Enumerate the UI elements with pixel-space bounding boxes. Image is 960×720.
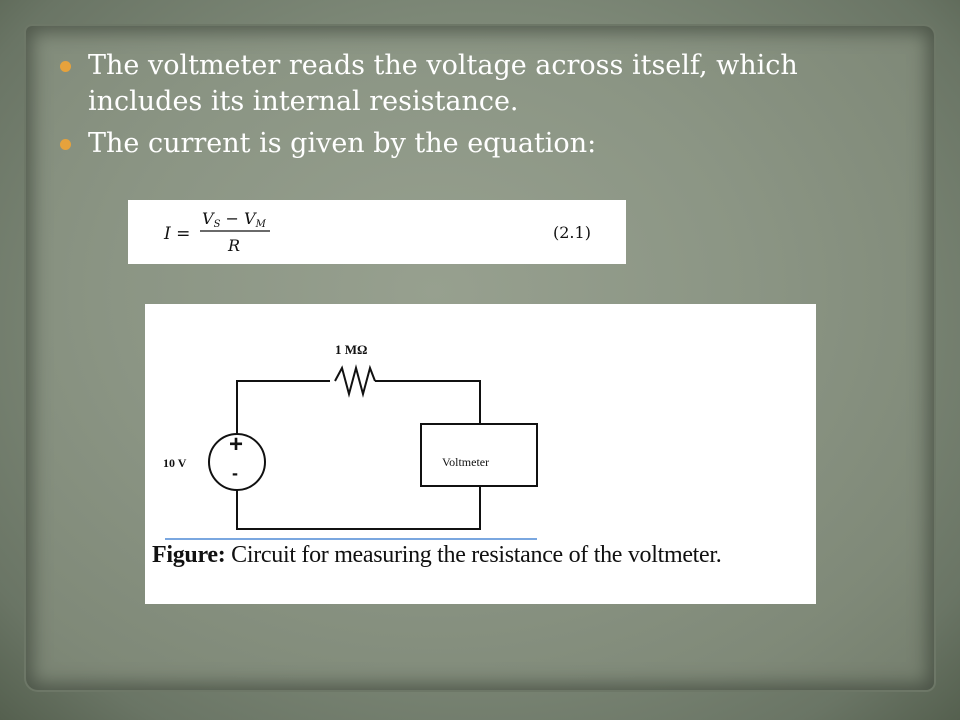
equation-lhs: I =: [163, 224, 190, 244]
bullet-item: The current is given by the equation:: [60, 126, 880, 162]
wire-bottom: [236, 486, 481, 530]
wire-top-left: [236, 380, 330, 438]
equation-box: I = VS − VM R (2.1): [128, 200, 626, 264]
equation-svg: I = VS − VM R (2.1): [163, 209, 591, 255]
source-label: 10 V: [163, 456, 187, 470]
source-minus: -: [232, 463, 238, 483]
caption-text: Circuit for measuring the resistance of …: [225, 542, 722, 568]
bullet-dot-icon: [60, 139, 71, 150]
equation-denominator: R: [227, 236, 240, 255]
figure-caption: Figure: Circuit for measuring the resist…: [152, 542, 722, 569]
wire-top-right: [375, 380, 481, 424]
figure-box: 1 MΩ + - 10 V Voltmeter Figure: Circuit …: [145, 304, 816, 604]
resistor-label: 1 MΩ: [335, 342, 367, 357]
bullet-text: The current is given by the equation:: [88, 128, 597, 159]
circuit-diagram: 1 MΩ + - 10 V Voltmeter: [163, 342, 538, 540]
bullet-text: The voltmeter reads the voltage across i…: [88, 50, 798, 117]
resistor-symbol: [334, 364, 376, 398]
voltage-source-icon: [208, 433, 266, 491]
voltmeter-box: [420, 423, 538, 487]
bullet-list: The voltmeter reads the voltage across i…: [60, 48, 880, 168]
caption-bold: Figure:: [152, 542, 226, 568]
equation-numerator: VS − VM: [202, 209, 267, 230]
voltmeter-label: Voltmeter: [442, 455, 489, 469]
equation-number: (2.1): [553, 223, 591, 242]
bullet-dot-icon: [60, 61, 71, 72]
source-plus: +: [229, 431, 243, 458]
bullet-item: The voltmeter reads the voltage across i…: [60, 48, 880, 120]
